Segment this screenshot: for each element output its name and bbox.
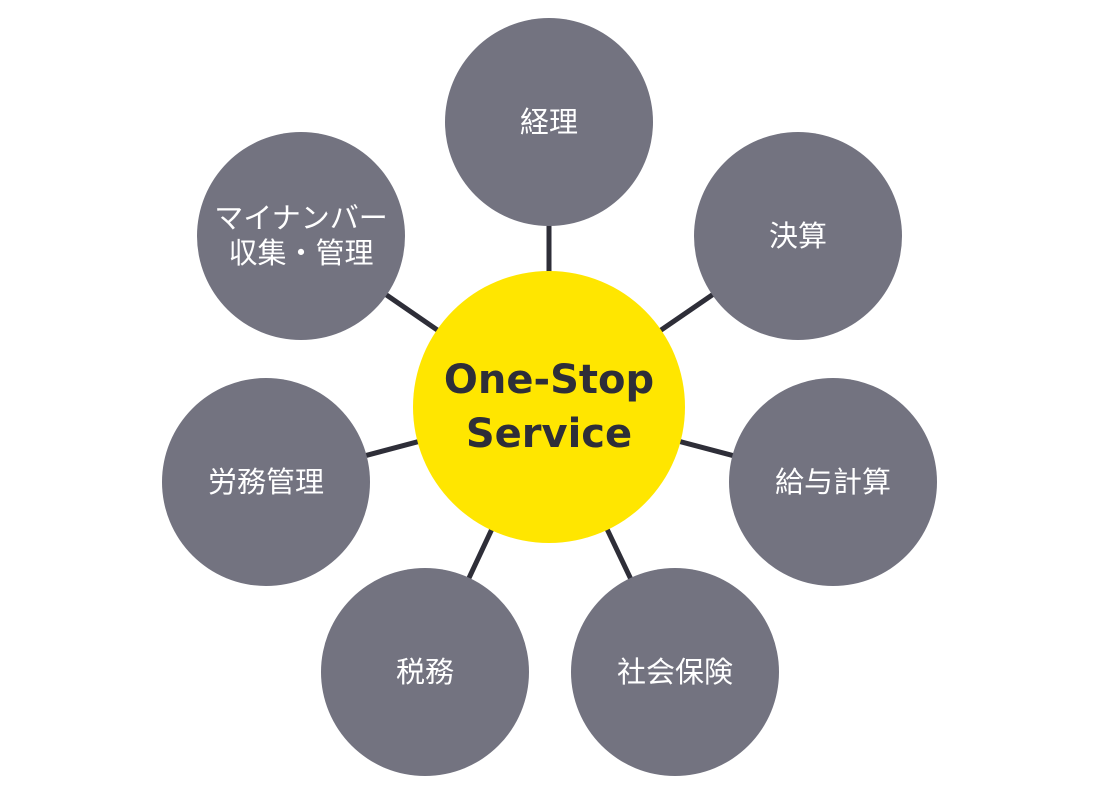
node-label: 経理 (519, 104, 578, 139)
node-label-line2: 収集・管理 (228, 236, 374, 270)
node-label: 決算 (768, 218, 827, 253)
node-mynumber: マイナンバー 収集・管理 (197, 132, 405, 340)
node-label: 給与計算 (774, 464, 891, 499)
node-label-block: マイナンバー 収集・管理 (214, 201, 387, 271)
node-zeimu: 税務 (321, 568, 529, 776)
center-label-line2: Service (465, 411, 633, 457)
node-label: 労務管理 (207, 464, 324, 499)
node-shakai: 社会保険 (571, 568, 779, 776)
node-label: 社会保険 (616, 654, 733, 689)
node-romu: 労務管理 (162, 378, 370, 586)
node-kessan: 決算 (694, 132, 902, 340)
center-node: One-Stop Service (413, 271, 685, 543)
node-label: 税務 (395, 654, 454, 689)
center-label-line1: One-Stop (443, 357, 655, 403)
node-kyuyo: 給与計算 (729, 378, 937, 586)
node-label-line1: マイナンバー (214, 201, 388, 236)
node-keiri: 経理 (445, 18, 653, 226)
